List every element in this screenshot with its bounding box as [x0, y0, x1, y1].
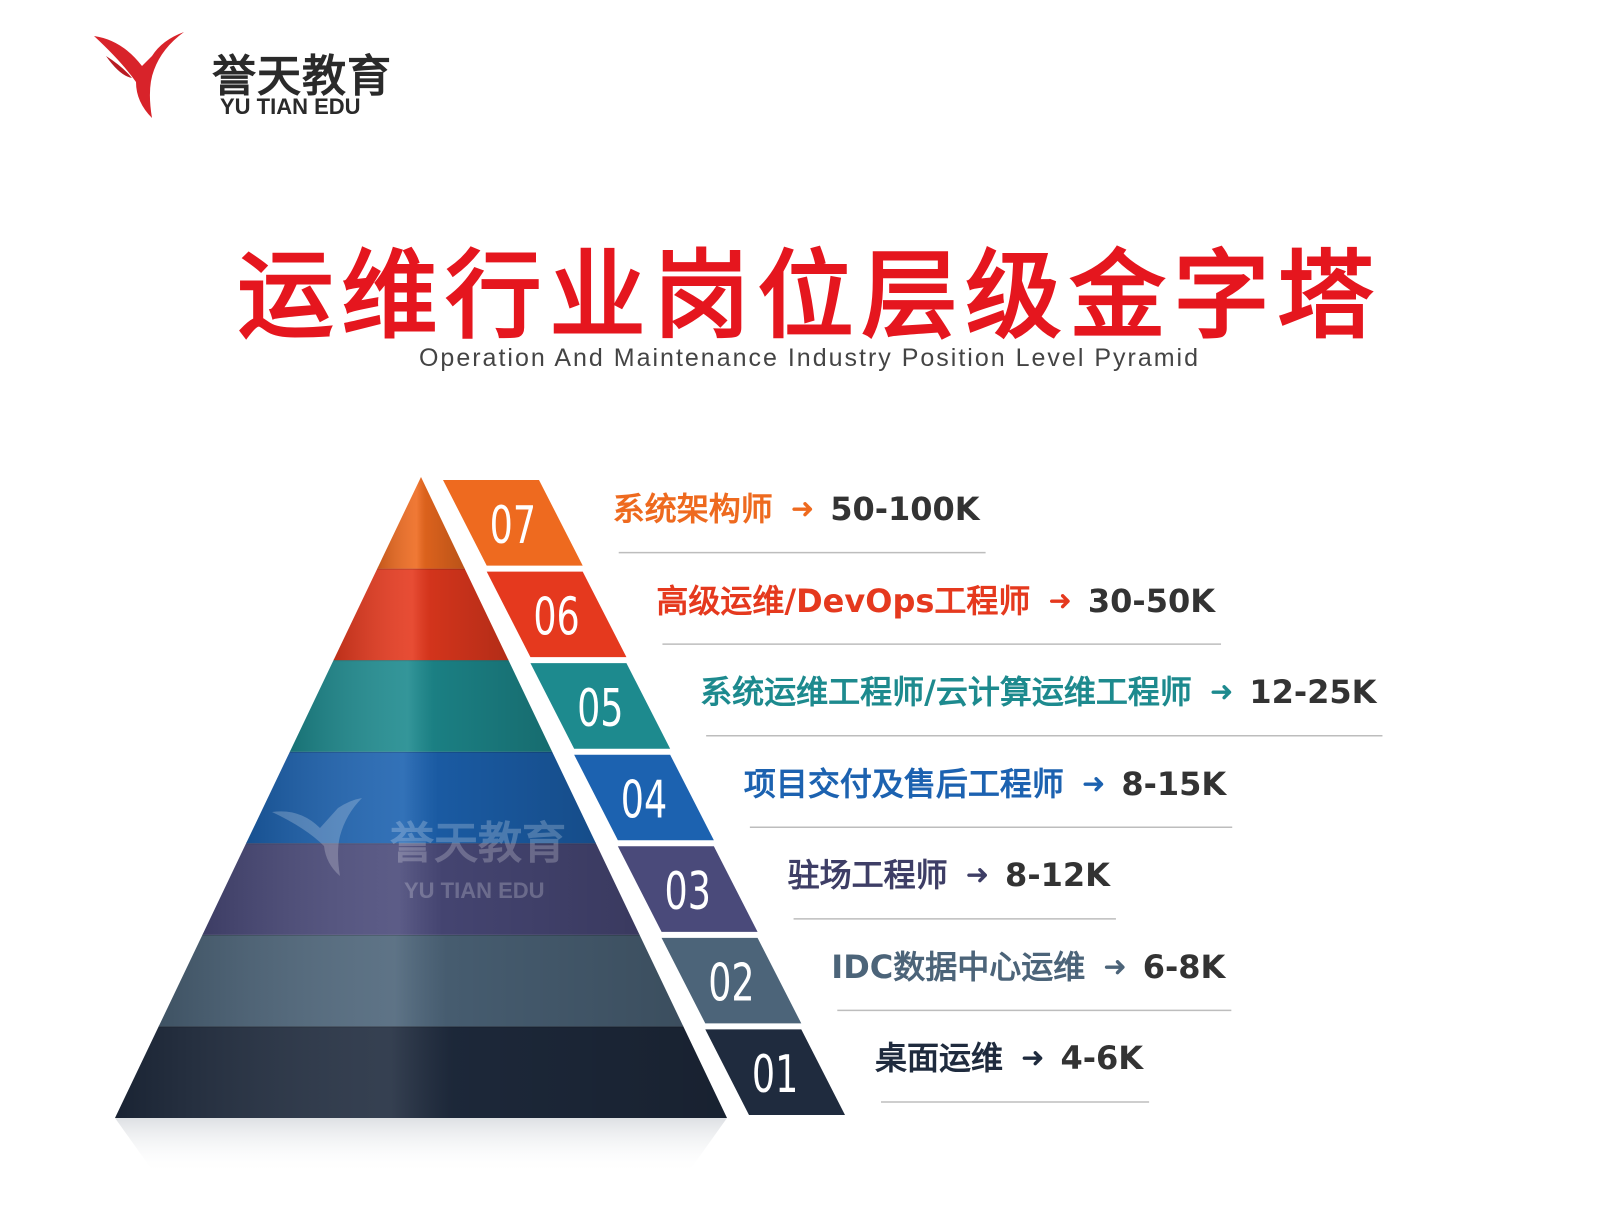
- pyramid-layer-05: [289, 659, 553, 752]
- watermark: 誉天教育 YU TIAN EDU: [272, 798, 566, 903]
- level-tab-02: [661, 937, 802, 1024]
- level-role: 系统运维工程师/云计算运维工程师: [700, 673, 1192, 712]
- level-role: 桌面运维: [875, 1039, 1004, 1078]
- level-label-03: 驻场工程师 ➜ 8-12K: [788, 855, 1110, 895]
- level-label-04: 项目交付及售后工程师 ➜ 8-15K: [744, 764, 1226, 804]
- watermark-english-text: YU TIAN EDU: [404, 878, 545, 903]
- yutian-logo-icon: [94, 32, 184, 118]
- level-number: 03: [665, 861, 711, 921]
- pyramid-layer-02: [158, 933, 684, 1027]
- right-arrow-icon: ➜: [965, 858, 990, 892]
- logo-english-text: YU TIAN EDU: [220, 94, 361, 119]
- level-number: 01: [752, 1044, 798, 1104]
- page-title: 运维行业岗位层级金字塔: [237, 240, 1382, 352]
- right-arrow-icon: ➜: [790, 492, 815, 525]
- level-role: IDC数据中心运维: [831, 947, 1086, 986]
- level-number: 02: [708, 953, 754, 1013]
- right-arrow-icon: ➜: [1103, 949, 1127, 983]
- level-tab-06: [486, 571, 627, 658]
- level-number: 07: [490, 495, 536, 555]
- level-label-06: 高级运维/DevOps工程师 ➜ 30-50K: [656, 581, 1215, 621]
- logo: 誉天教育 YU TIAN EDU: [92, 26, 412, 126]
- page-subtitle: Operation And Maintenance Industry Posit…: [418, 344, 1201, 372]
- level-salary: 8-15K: [1121, 764, 1227, 803]
- logo-chinese-text: 誉天教育: [212, 51, 392, 102]
- level-number: 06: [533, 586, 579, 646]
- level-role: 高级运维/DevOps工程师: [656, 581, 1031, 620]
- level-tab-01: [705, 1029, 845, 1115]
- level-salary: 8-12K: [1005, 856, 1110, 895]
- level-salary: 12-25K: [1249, 673, 1377, 712]
- right-arrow-icon: ➜: [1048, 583, 1072, 617]
- pyramid-reflection: [115, 1118, 727, 1174]
- level-salary: 6-8K: [1142, 947, 1226, 986]
- level-number: 04: [621, 770, 667, 830]
- right-arrow-icon: ➜: [1081, 766, 1106, 800]
- level-tab-03: [617, 846, 758, 932]
- level-role: 项目交付及售后工程师: [743, 764, 1064, 803]
- level-role: 驻场工程师: [787, 856, 948, 895]
- level-label-05: 系统运维工程师/云计算运维工程师 ➜ 12-25K: [700, 672, 1376, 712]
- right-arrow-icon: ➜: [1021, 1041, 1045, 1075]
- level-salary: 30-50K: [1087, 581, 1216, 620]
- watermark-chinese-text: 誉天教育: [390, 818, 566, 869]
- pyramid-layer-01: [115, 1025, 727, 1118]
- level-label-07: 系统架构师 ➜ 50-100K: [613, 489, 980, 529]
- level-salary: 50-100K: [830, 490, 980, 528]
- level-tab-04: [574, 754, 714, 841]
- level-salary: 4-6K: [1060, 1039, 1144, 1078]
- right-arrow-icon: ➜: [1209, 675, 1234, 709]
- level-label-01: 桌面运维 ➜ 4-6K: [875, 1038, 1143, 1078]
- pyramid-layer-04: [246, 750, 596, 844]
- level-tab-05: [530, 663, 671, 749]
- pyramid-layer-03: [202, 842, 640, 935]
- pyramid-layer-06: [333, 567, 509, 661]
- level-number: 05: [577, 678, 623, 738]
- level-tab-07: [443, 480, 583, 566]
- level-label-02: IDC数据中心运维 ➜ 6-8K: [831, 947, 1225, 987]
- pyramid-layer-07: [377, 477, 465, 569]
- level-role: 系统架构师: [612, 490, 773, 528]
